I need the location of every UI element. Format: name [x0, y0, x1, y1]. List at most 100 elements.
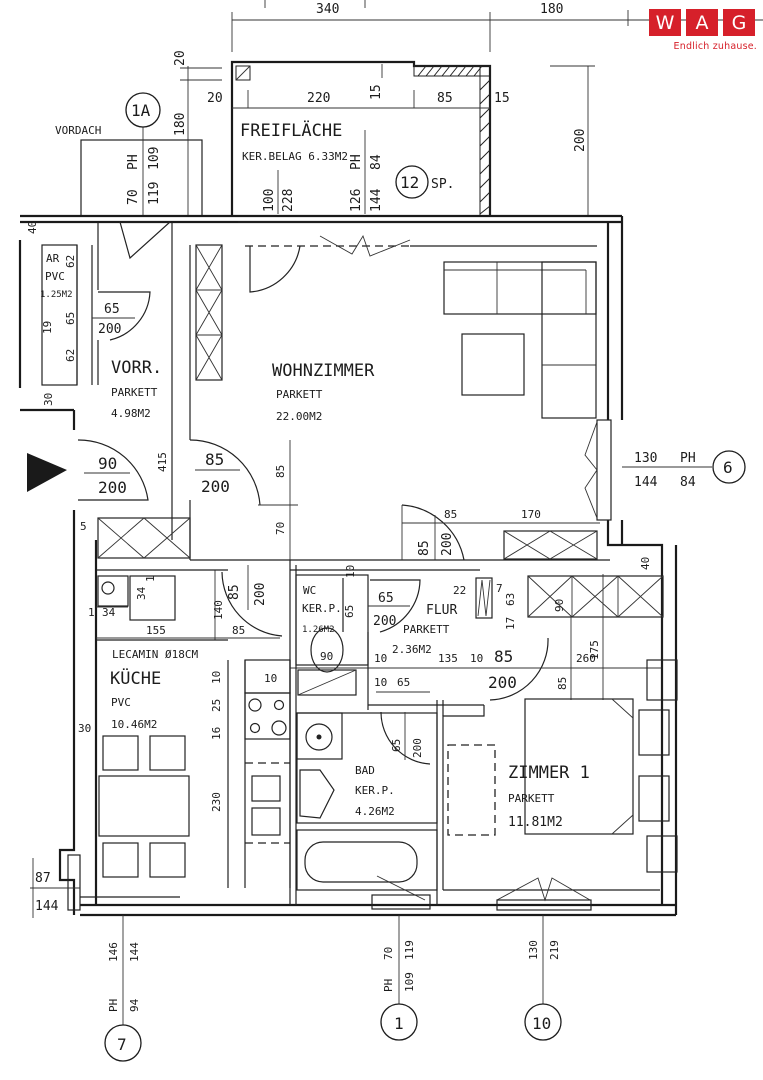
dim-155: 155: [146, 624, 166, 637]
kueche-area: 10.46M2: [111, 718, 157, 731]
w7-ph: PH: [107, 999, 120, 1012]
w10-b: 219: [548, 940, 561, 960]
w1a-b: 119: [147, 182, 162, 205]
dim-220: 220: [307, 91, 330, 106]
stove-icon: [248, 698, 287, 736]
flur-area: 2.36M2: [392, 643, 432, 656]
wfl1-a: 100: [262, 189, 277, 212]
dim-85r: 85: [556, 677, 569, 690]
wfl2-b: 144: [369, 188, 384, 212]
dim-10f2: 10: [470, 652, 483, 665]
w7-b: 144: [128, 942, 141, 962]
dim-415: 415: [156, 452, 169, 472]
logo-letter-w: W: [649, 9, 681, 36]
dim-30a: 30: [42, 393, 55, 406]
w1a-ph: PH: [126, 154, 141, 170]
marker-7: [104, 1024, 142, 1062]
marker-10: [524, 1003, 562, 1041]
dim-1: 1: [88, 606, 95, 619]
w10-a: 130: [527, 940, 540, 960]
ar-floor: PVC: [45, 270, 65, 283]
dim-180v: 180: [173, 113, 188, 136]
dim-40: 40: [26, 221, 39, 234]
dim-20a: 20: [173, 50, 188, 66]
w6-ph: PH: [680, 451, 696, 466]
wfl2-a: 126: [349, 189, 364, 212]
bad-floor: KER.P.: [355, 784, 395, 797]
dining-table: [98, 735, 190, 878]
dim-65wc: 65: [343, 605, 356, 618]
entrance-arrow-icon: [27, 453, 67, 492]
vordach-label: VORDACH: [55, 124, 101, 137]
dim-260: 260: [576, 652, 596, 665]
dim-34b: 34: [135, 586, 148, 600]
marker-1: [380, 1003, 418, 1041]
door-bad-w: 65: [390, 739, 403, 752]
sp-label: SP.: [431, 177, 454, 192]
zimmer1-floor: PARKETT: [508, 792, 555, 805]
wohnzimmer-name: WOHNZIMMER: [272, 361, 375, 381]
ar-name: AR: [46, 252, 60, 265]
door-kueche-w: 85: [227, 584, 242, 600]
w1-c: 119: [403, 940, 416, 960]
dim-1b: 1: [144, 575, 157, 582]
wohnzimmer-area: 22.00M2: [276, 410, 322, 423]
dim-10wc: 10: [344, 565, 357, 578]
dim-34a: 34: [102, 606, 116, 619]
logo-letter-g: G: [723, 9, 755, 36]
marker-7-label: 7: [117, 1035, 127, 1054]
vordach: VORDACH 1A 70 PH 119 109 20 20 180: [55, 50, 223, 217]
wc-name: WC: [303, 584, 316, 597]
wfl2-ph: PH: [349, 154, 364, 170]
marker-12: [395, 165, 429, 199]
marker-10-label: 10: [532, 1014, 551, 1033]
dim-65ar: 65: [64, 312, 77, 325]
door-kueche-h: 200: [253, 583, 268, 606]
wardrobe-wohnzimmer: [195, 244, 223, 381]
door-entry-w: 90: [98, 454, 117, 473]
door-wc-w: 65: [378, 591, 394, 606]
freiflaeche-floor: KER.BELAG 6.33M2: [242, 150, 348, 163]
dim-175: 175: [588, 640, 601, 660]
marker-1a: [125, 92, 161, 128]
dim-40r: 40: [639, 557, 652, 570]
door-zimmer-h: 200: [488, 673, 517, 692]
dim-20b: 20: [207, 91, 223, 106]
room-flur: FLUR PARKETT 2.36M2 10 135 10 10 65 22 7…: [290, 577, 549, 701]
dim-90r: 90: [553, 599, 566, 612]
kueche-note: LECAMIN Ø18CM: [112, 648, 198, 661]
dim-17: 17: [504, 617, 517, 630]
shower-icon: [305, 723, 333, 751]
door-wc-h: 200: [373, 614, 396, 629]
dim-70: 70: [274, 522, 287, 535]
dim-10f3: 10: [374, 676, 387, 689]
dim-90: 90: [320, 650, 333, 663]
freiflaeche: 20 220 15 85 15 FREIFLÄCHE KER.BELAG 6.3…: [230, 60, 595, 217]
flur-name: FLUR: [426, 603, 457, 618]
dim-200: 200: [573, 129, 588, 152]
zimmer1-name: ZIMMER 1: [508, 763, 590, 783]
w7-a: 146: [107, 942, 120, 962]
marker-6: [712, 450, 746, 484]
w1-b: 109: [403, 972, 416, 992]
dim-10a: 10: [210, 671, 223, 684]
dim-65f: 65: [397, 676, 410, 689]
dim-15b: 15: [494, 91, 510, 106]
dim-87: 87: [35, 871, 51, 886]
dim-25: 25: [210, 699, 223, 712]
dim-85c: 85: [444, 508, 457, 521]
toilet-icon: [310, 627, 344, 673]
door-wohn-h: 200: [201, 477, 230, 496]
dim-7: 7: [496, 582, 503, 595]
door-flur-wohn-h: 200: [440, 533, 455, 556]
vorraum-name: VORR.: [111, 358, 162, 378]
dim-16: 16: [210, 727, 223, 740]
freiflaeche-name: FREIFLÄCHE: [240, 120, 342, 141]
dim-30b: 30: [78, 722, 91, 735]
dim-22: 22: [453, 584, 466, 597]
room-zimmer1: 90 40 260 175 85 ZIMMER 1 PARKETT 11.81M…: [442, 557, 678, 1041]
bed: [524, 698, 634, 835]
door-entry-h: 200: [98, 478, 127, 497]
bathtub-icon: [304, 841, 418, 883]
